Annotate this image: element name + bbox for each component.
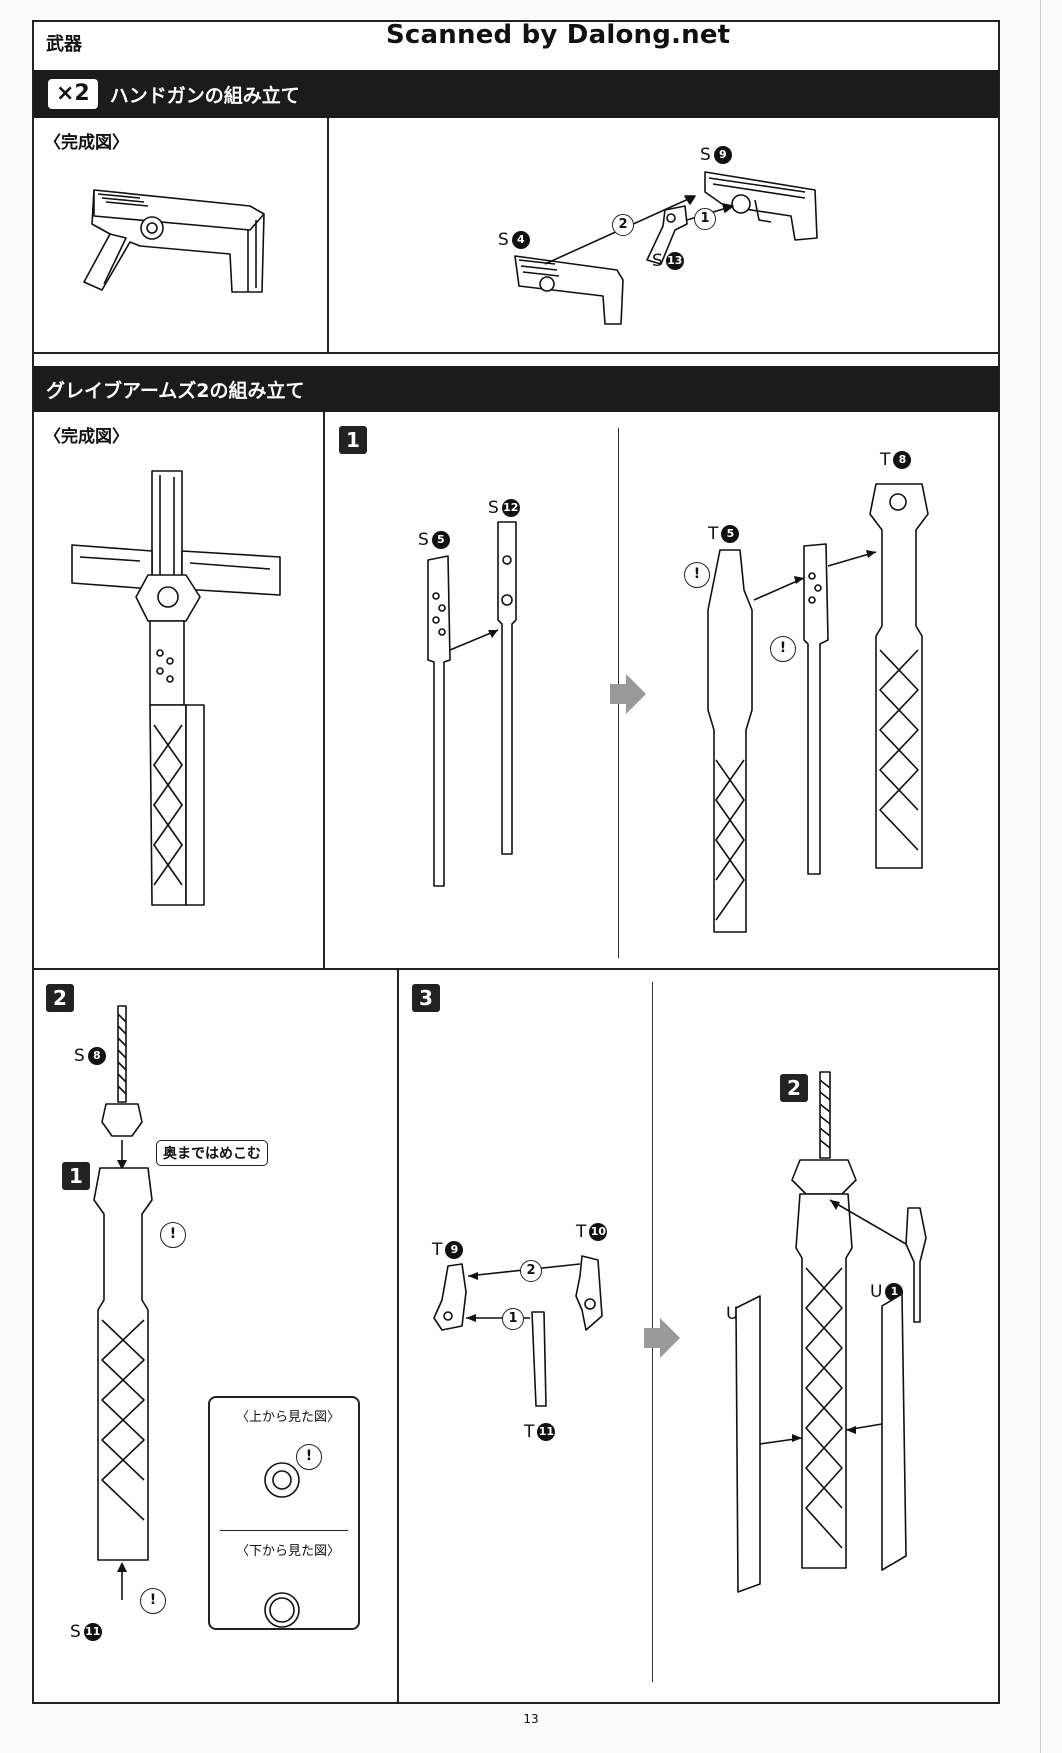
part-number: 11 (537, 1423, 556, 1441)
handgun-exploded-illustration (514, 171, 818, 325)
glaive-title: グレイブアームズ2の組み立て (46, 379, 305, 402)
bottom-view-label: 〈下から見た図〉 (236, 1544, 341, 1559)
top-view-label: 〈上から見た図〉 (236, 1410, 341, 1425)
step1-parts-illustration (427, 521, 517, 887)
part-number: 13 (665, 252, 684, 270)
warning-icon: ! (296, 1444, 322, 1470)
part-number: 10 (589, 1223, 608, 1241)
part-number: 9 (713, 146, 732, 164)
part-letter: S (488, 498, 499, 518)
glaive-completed-illustration (71, 470, 281, 906)
warning-icon: ! (684, 562, 710, 588)
handgun-completed-illustration (83, 189, 265, 293)
warning-icon: ! (140, 1588, 166, 1614)
warning-icon: ! (160, 1222, 186, 1248)
part-number: 12 (501, 499, 520, 517)
step1-arrow-icon (610, 674, 646, 714)
part-letter: T (576, 1222, 587, 1242)
step-3-badge: 3 (412, 984, 440, 1012)
part-letter: U (870, 1282, 883, 1302)
step3-parts-illustration (433, 1255, 603, 1407)
scan-credit: Scanned by Dalong.net (386, 20, 731, 50)
glaive-completed-label: 〈完成図〉 (44, 427, 129, 447)
part-letter: T (432, 1240, 443, 1260)
quantity-badge: ×2 (48, 79, 98, 109)
part-number: 5 (721, 525, 740, 543)
step-ref-badge: 2 (780, 1074, 808, 1102)
order-badge-2: 2 (520, 1260, 542, 1282)
order-badge-2: 2 (612, 214, 634, 236)
part-number: 4 (511, 231, 530, 249)
step-ref-badge: 1 (62, 1162, 90, 1190)
top-view-ring (264, 1462, 300, 1498)
part-letter: T (708, 524, 719, 544)
inset-divider (220, 1530, 348, 1531)
part-letter: S (70, 1622, 81, 1642)
handgun-band: ×2 ハンドガンの組み立て (34, 70, 998, 118)
part-letter: S (700, 145, 711, 165)
order-badge-1: 1 (694, 208, 716, 230)
glaive-band: グレイブアームズ2の組み立て (34, 366, 998, 412)
press-in-note: 奥まではめこむ (156, 1140, 268, 1166)
warning-icon: ! (770, 636, 796, 662)
part-letter: T (524, 1422, 535, 1442)
part-number: 8 (893, 451, 912, 469)
part-letter: S (74, 1046, 85, 1066)
section-label: 武器 (46, 34, 82, 55)
part-letter: S (498, 230, 509, 250)
step3-assembly-illustration (735, 1071, 927, 1593)
page-number: 13 (523, 1712, 539, 1726)
glaive-divider-1 (323, 412, 325, 970)
step1-assembly-illustration (707, 483, 929, 933)
bottom-view-ring (264, 1592, 300, 1628)
part-number: 8 (87, 1047, 106, 1065)
part-number: 11 (83, 1623, 102, 1641)
handgun-title: ハンドガンの組み立て (109, 84, 300, 107)
part-number: 5 (431, 531, 450, 549)
step2-assembly-illustration (93, 1005, 153, 1600)
handgun-completed-label: 〈完成図〉 (44, 133, 129, 153)
step-1-badge: 1 (339, 426, 367, 454)
glaive-divider-2 (397, 968, 399, 1704)
detail-views-inset (208, 1396, 360, 1630)
part-letter: S (652, 251, 663, 271)
part-letter: T (880, 450, 891, 470)
step-2-badge: 2 (46, 984, 74, 1012)
part-number: 9 (445, 1241, 464, 1259)
part-letter: S (418, 530, 429, 550)
glaive-mid-rule (32, 968, 1000, 970)
handgun-bottom-rule (32, 352, 1000, 354)
handgun-divider (327, 118, 329, 354)
step3-arrow-icon (644, 1318, 680, 1358)
scan-edge-line (1040, 0, 1041, 1753)
order-badge-1: 1 (502, 1308, 524, 1330)
